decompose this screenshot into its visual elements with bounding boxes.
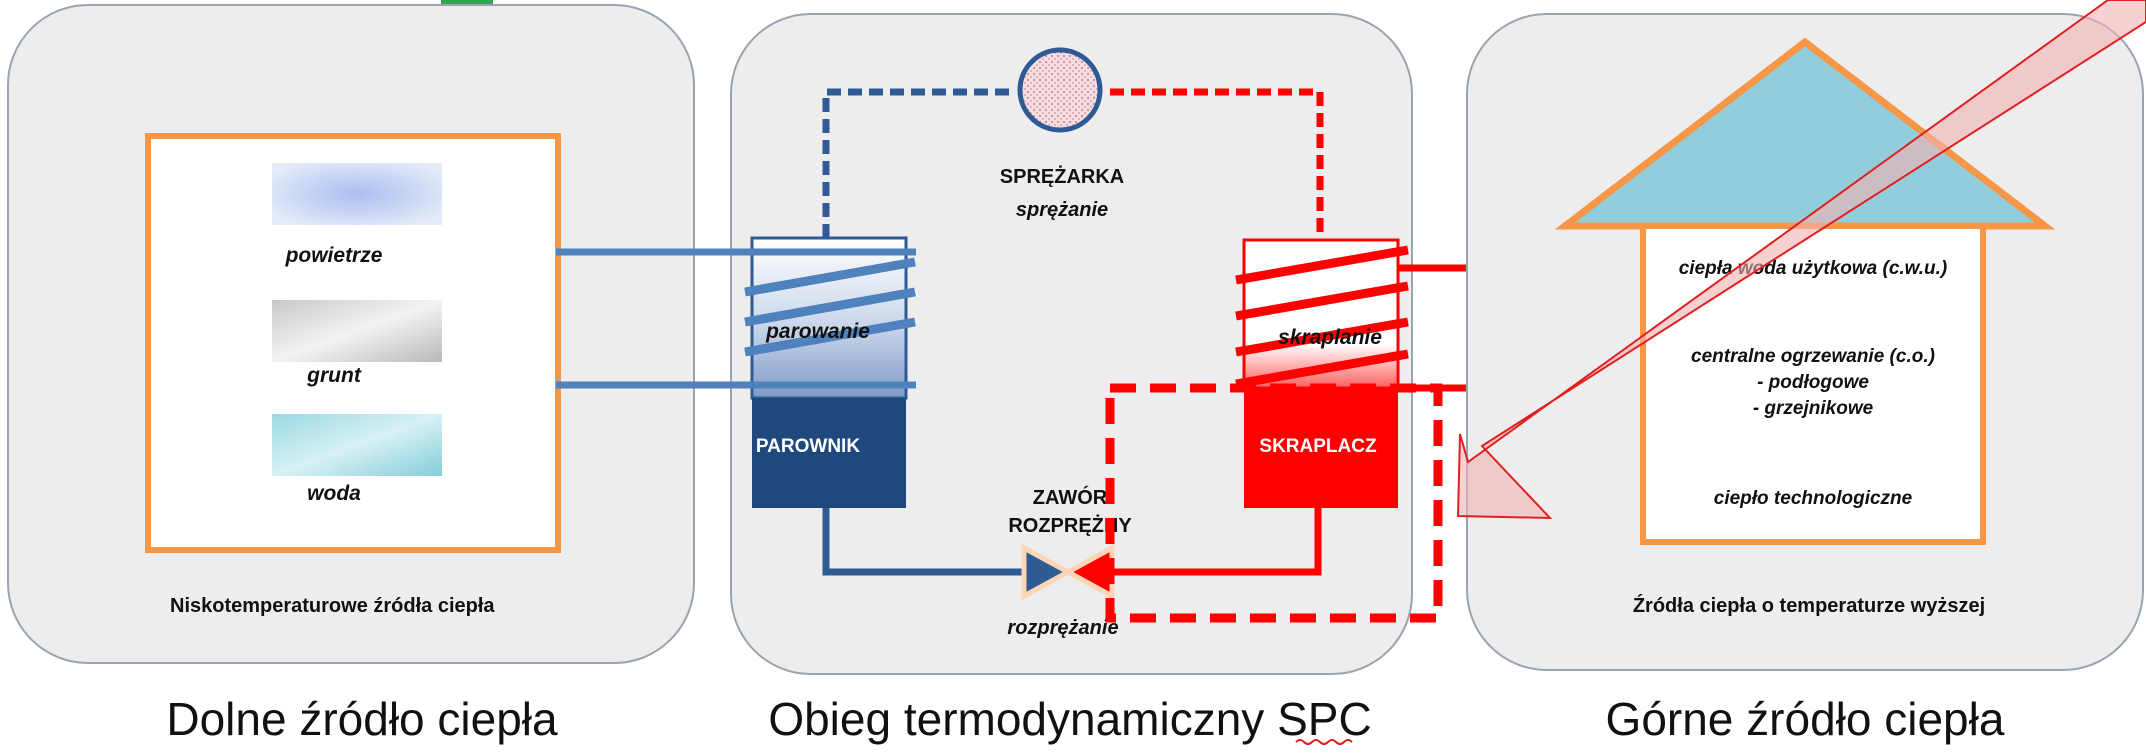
use-radiators: - grzejnikowe [1753,398,1874,419]
valve-name-line1: ZAWÓR [1033,485,1108,509]
source-water-label: woda [307,482,361,505]
lower-source-title: Dolne źródło ciepła [166,693,558,745]
use-dhw: ciepła woda użytkowa (c.w.u.) [1679,258,1948,279]
thermodynamic-cycle-panel: SPRĘŻARKA sprężanie parowanie PAROWNIK s… [731,14,1412,674]
source-air-label: powietrze [285,244,383,267]
use-process-heat: ciepło technologiczne [1714,488,1913,509]
ground-image [272,300,442,362]
condenser-process: skraplanie [1278,326,1382,349]
upper-source-title: Górne źródło ciepła [1606,693,2005,745]
upper-heat-source-panel: ciepła woda użytkowa (c.w.u.) centralne … [1467,14,2143,670]
compressor-process: sprężanie [1016,199,1108,221]
air-image [272,163,442,225]
evaporator-name: PAROWNIK [756,436,860,457]
evaporator-process: parowanie [765,320,870,343]
source-ground-label: grunt [306,364,362,387]
water-image [272,414,442,476]
compressor-name: SPRĘŻARKA [1000,165,1124,188]
condenser-name: SKRAPLACZ [1259,436,1377,457]
compressor-icon [1020,50,1100,130]
lower-heat-source-panel: powietrze grunt woda Niskotemperaturowe … [8,5,694,663]
use-central-heating: centralne ogrzewanie (c.o.) [1691,346,1935,367]
lower-source-caption: Niskotemperaturowe źródła ciepła [170,595,495,617]
valve-process: rozprężanie [1007,617,1118,639]
use-underfloor: - podłogowe [1757,372,1869,393]
upper-source-caption: Źródła ciepła o temperaturze wyższej [1633,594,1985,617]
cycle-title: Obieg termodynamiczny SPC [768,693,1371,745]
